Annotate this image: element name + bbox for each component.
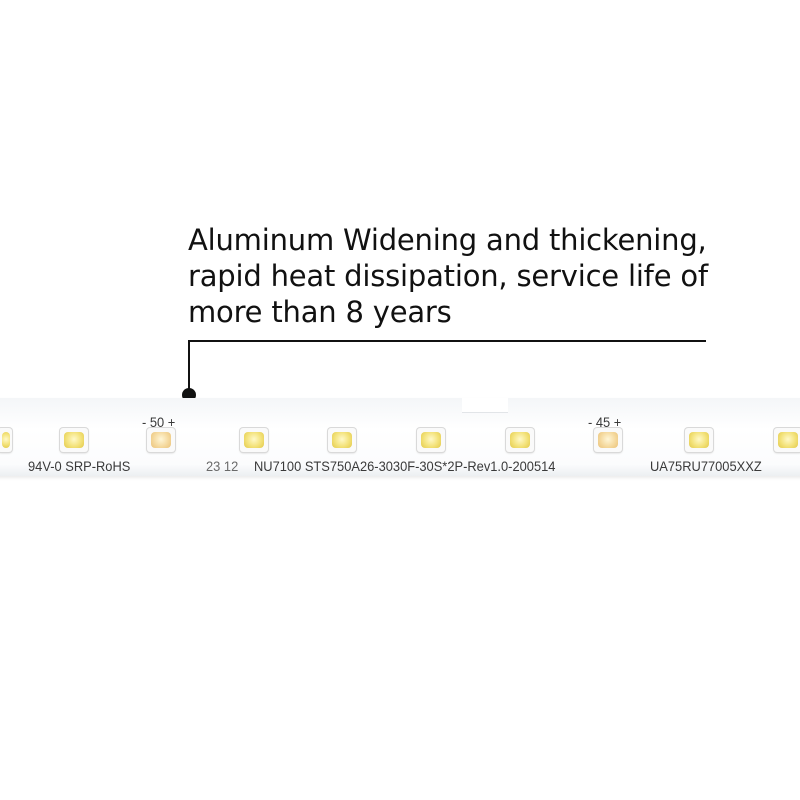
- led-chip: [328, 428, 356, 452]
- strip-notch: [462, 398, 508, 413]
- led-chip: [0, 428, 12, 452]
- rohs-marking: 94V-0 SRP-RoHS: [28, 458, 131, 474]
- polarity-label-50: - 50 +: [142, 414, 176, 430]
- led-chip: [594, 428, 622, 452]
- callout-leader-drop: [188, 340, 190, 392]
- led-chip: [774, 428, 800, 452]
- led-chip: [60, 428, 88, 452]
- led-chip: [417, 428, 445, 452]
- callout-line-3: more than 8 years: [188, 295, 452, 329]
- callout-leader-line: [188, 340, 706, 342]
- led-chip: [685, 428, 713, 452]
- led-strip-board: [0, 398, 800, 476]
- led-chip: [506, 428, 534, 452]
- callout-line-1: Aluminum Widening and thickening,: [188, 223, 707, 257]
- polarity-label-45: - 45 +: [588, 414, 622, 430]
- led-chip: [240, 428, 268, 452]
- model-marking: NU7100 STS750A26-3030F-30S*2P-Rev1.0-200…: [254, 458, 556, 474]
- feature-callout: Aluminum Widening and thickening, rapid …: [188, 222, 748, 330]
- part-number: UA75RU77005XXZ: [650, 458, 762, 474]
- callout-line-2: rapid heat dissipation, service life of: [188, 259, 708, 293]
- date-code: 23 12: [206, 458, 239, 474]
- led-chip: [147, 428, 175, 452]
